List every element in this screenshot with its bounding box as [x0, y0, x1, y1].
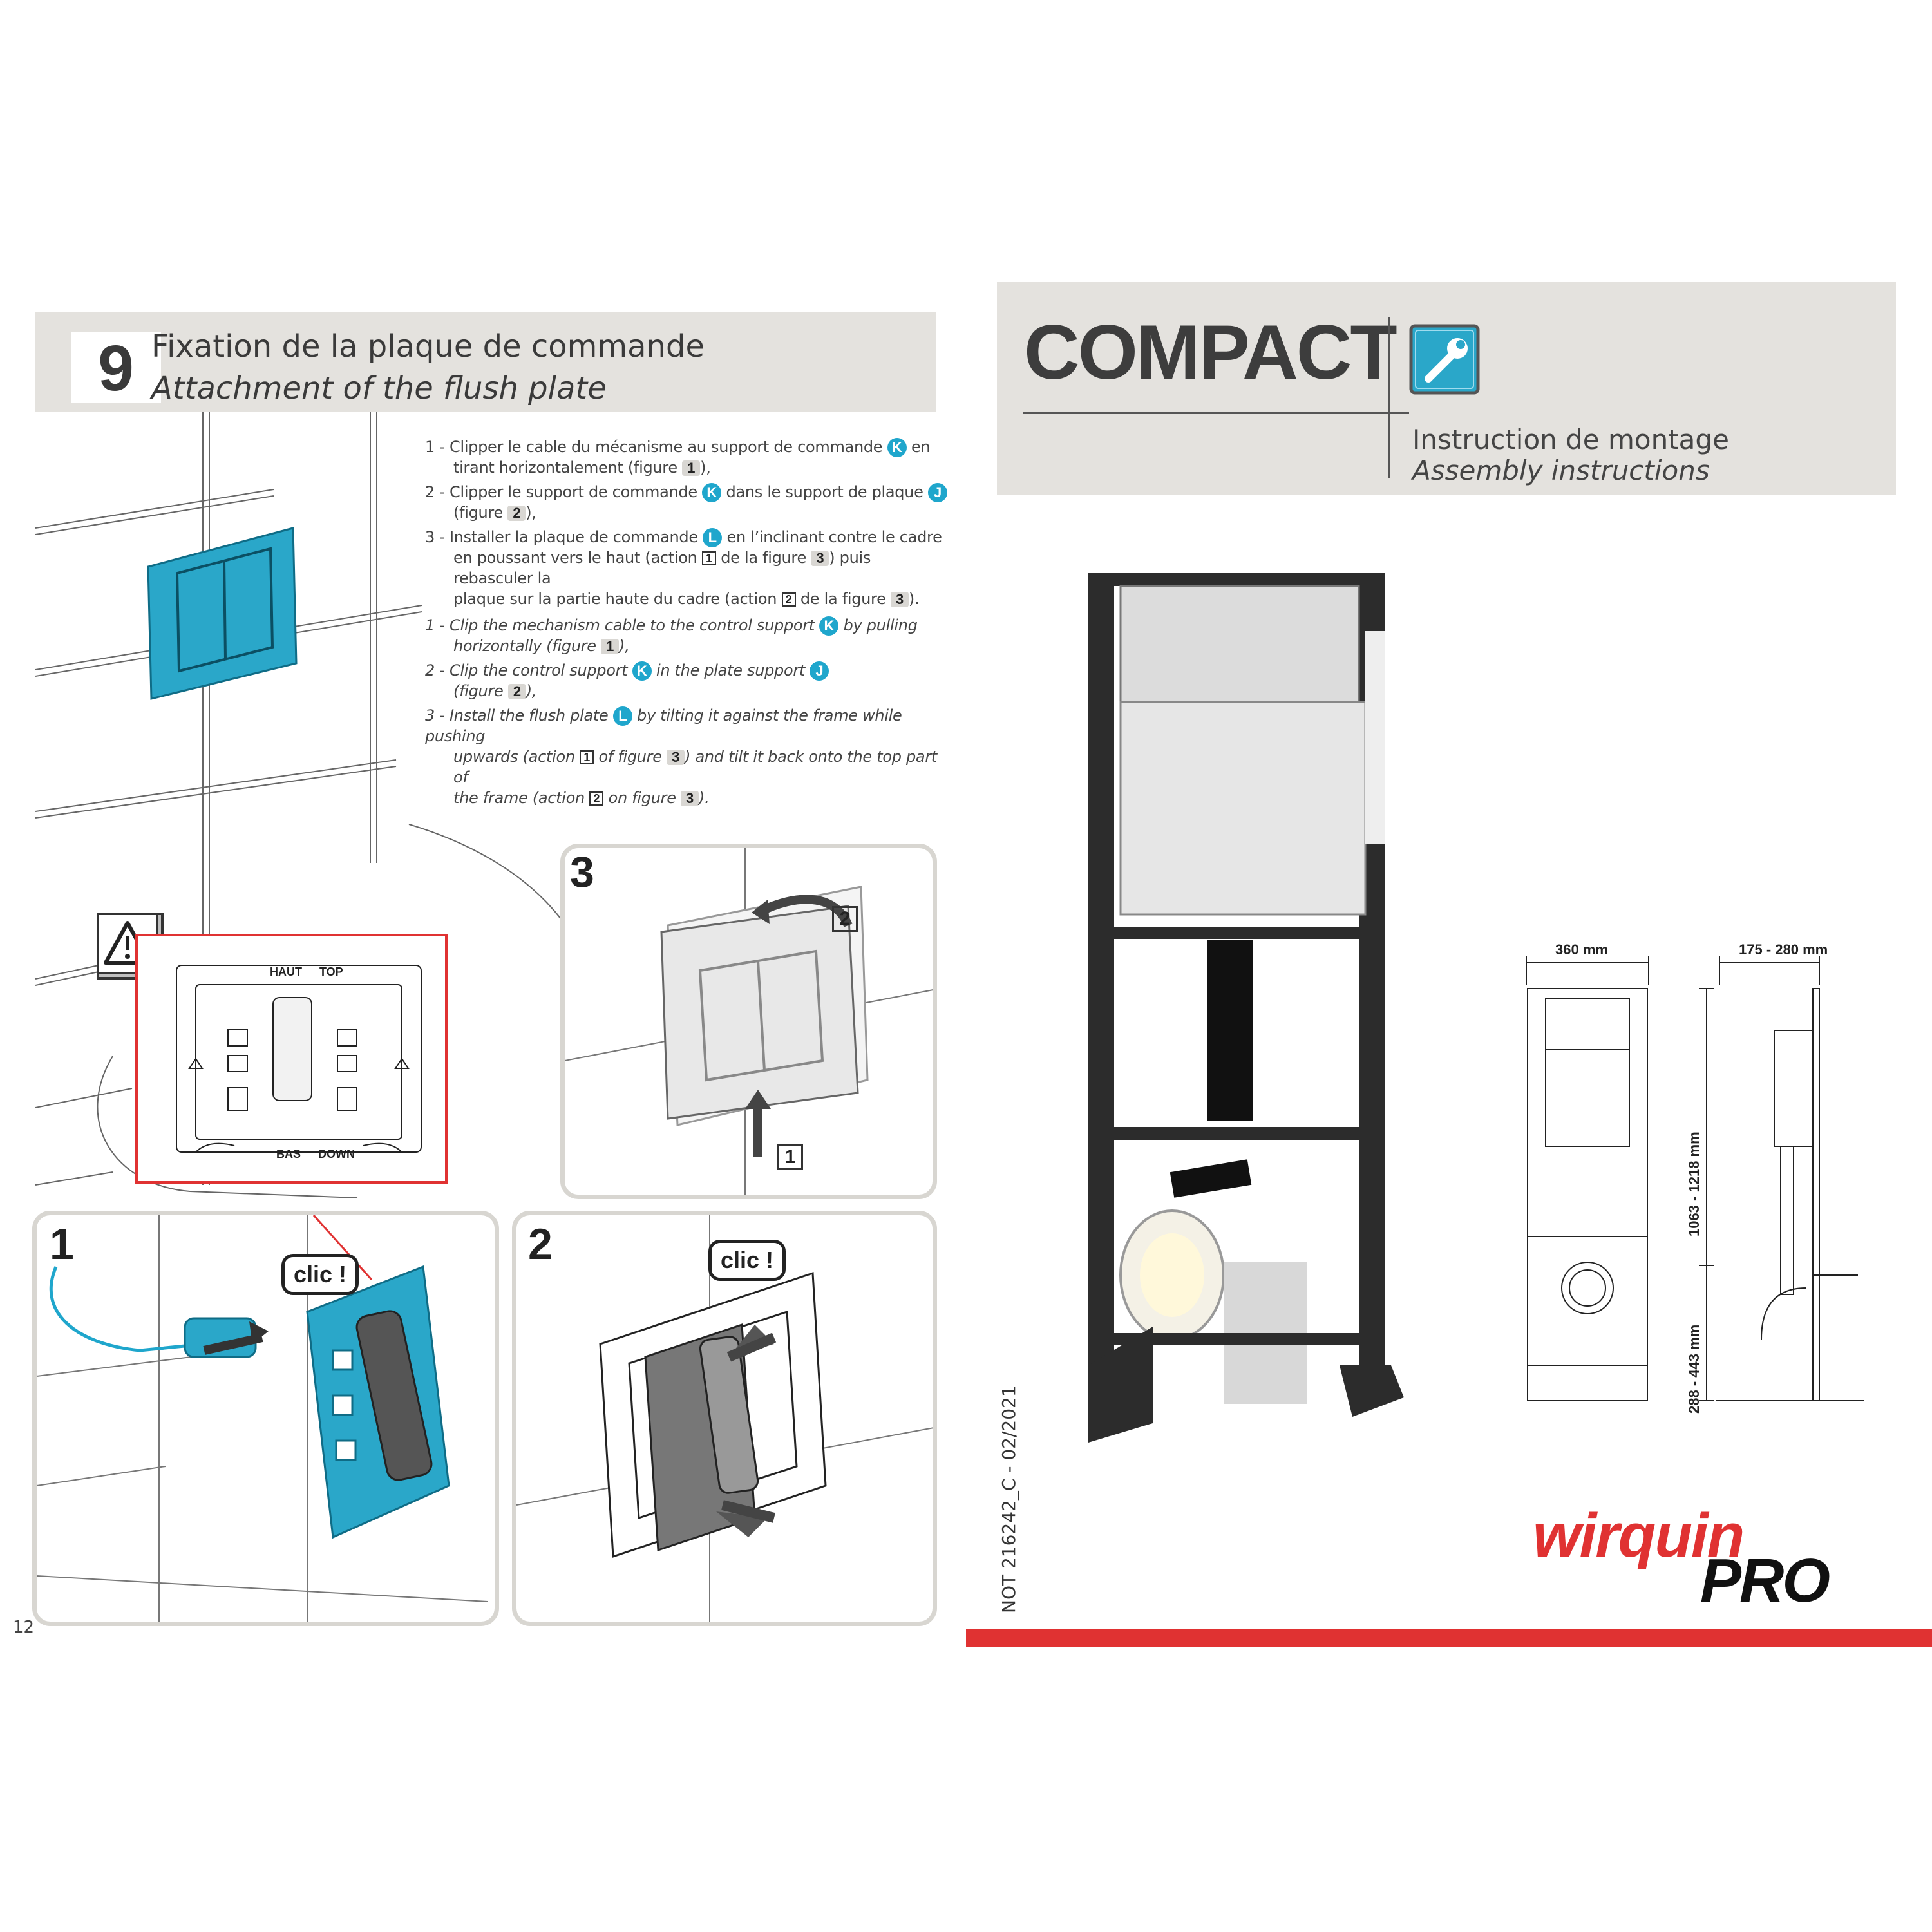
dim-depth-label: 175 - 280 mm: [1739, 942, 1828, 958]
dim-width-label: 360 mm: [1555, 942, 1608, 958]
brand-logo-name: wirquin: [1533, 1501, 1745, 1570]
label-haut: HAUT: [270, 965, 302, 978]
marker-k: K: [702, 483, 722, 502]
instruction-en-3: 3 - Install the flush plate L by tilting…: [425, 706, 938, 807]
step-header: 9 Fixation de la plaque de commande Atta…: [35, 312, 936, 412]
figure-ref: 2: [507, 684, 526, 699]
product-frame-illustration: [1088, 573, 1404, 1443]
label-top: TOP: [319, 965, 343, 978]
marker-j: J: [927, 483, 947, 502]
front-dimension-drawing: [1526, 956, 1714, 1401]
figure-ref: 3: [811, 551, 829, 566]
marker-k: K: [819, 616, 839, 636]
figure-ref: 2: [507, 506, 526, 521]
support-clip-illustration: [516, 1215, 933, 1622]
instruction-en-2: 2 - Clip the control support K in the pl…: [425, 660, 953, 701]
figure-ref: 3: [681, 791, 699, 806]
product-title: COMPACT: [1024, 309, 1397, 395]
title-divider-horizontal: [1023, 412, 1409, 414]
flush-plate-illustration: [147, 527, 298, 700]
panel-1-number: 1: [50, 1220, 74, 1269]
marker-j: J: [810, 661, 829, 681]
step-title-fr: Fixation de la plaque de commande: [151, 328, 705, 365]
instruction-fr-1: 1 - Clipper le cable du mécanisme au sup…: [425, 438, 931, 477]
wrench-icon: [1409, 324, 1480, 395]
figure-panel-2: 2 clic !: [512, 1211, 937, 1626]
panel-3-number: 3: [570, 848, 594, 896]
action-ref: 1: [580, 750, 594, 764]
panel-2-number: 2: [528, 1220, 553, 1269]
page-number: 12: [13, 1618, 35, 1637]
step-title-en: Attachment of the flush plate: [151, 370, 607, 406]
title-divider-vertical: [1388, 317, 1390, 478]
cover-subtitle-en: Assembly instructions: [1412, 455, 1710, 486]
figure-ref: 3: [667, 750, 685, 765]
action-ref: 2: [781, 592, 796, 607]
figure-ref: 1: [601, 639, 620, 654]
cover-header: COMPACT Instruction de montage Assembly …: [997, 282, 1896, 495]
document-reference: NOT 216242_C - 02/2021: [998, 1385, 1019, 1613]
clic-bubble: clic !: [281, 1254, 359, 1295]
marker-l: L: [703, 528, 723, 547]
action-ref: 2: [589, 791, 604, 806]
flush-plate-tilt-illustration: [565, 848, 933, 1195]
figure-ref: 1: [682, 460, 701, 476]
step-number: 9: [71, 332, 161, 404]
action-2-label: 2: [832, 906, 858, 932]
footer-red-bar: [966, 1629, 1932, 1647]
figure-ref: 3: [890, 592, 909, 607]
marker-k: K: [887, 438, 907, 457]
dim-bowl-height-label: 288 - 443 mm: [1686, 1324, 1702, 1414]
detail-frame: HAUT TOP BAS DOWN: [135, 934, 448, 1184]
brand-logo-sub: PRO: [1700, 1546, 1830, 1615]
plate-support-detail: [176, 965, 422, 1153]
cover-subtitle-fr: Instruction de montage: [1412, 424, 1729, 455]
instruction-en-1: 1 - Clip the mechanism cable to the cont…: [425, 616, 918, 655]
instruction-fr-3: 3 - Installer la plaque de commande L en…: [425, 528, 942, 608]
clic-bubble: clic !: [708, 1240, 786, 1281]
instruction-fr-2: 2 - Clipper le support de commande K dan…: [425, 482, 953, 523]
instructions-fr: 1 - Clipper le cable du mécanisme au sup…: [425, 437, 953, 609]
marker-k: K: [632, 661, 652, 681]
side-dimension-drawing: [1716, 956, 1864, 1401]
dim-height-label: 1063 - 1218 mm: [1686, 1132, 1702, 1236]
instructions-en: 1 - Clip the mechanism cable to the cont…: [425, 615, 953, 808]
action-ref: 1: [701, 551, 716, 565]
cable-clip-illustration: [37, 1215, 488, 1622]
label-bas: BAS: [276, 1148, 301, 1160]
figure-panel-1: 1 clic !: [32, 1211, 499, 1626]
figure-panel-3: 3 2 1: [560, 844, 937, 1199]
label-down: DOWN: [318, 1148, 355, 1160]
marker-l: L: [612, 706, 632, 726]
action-1-label: 1: [777, 1144, 803, 1170]
